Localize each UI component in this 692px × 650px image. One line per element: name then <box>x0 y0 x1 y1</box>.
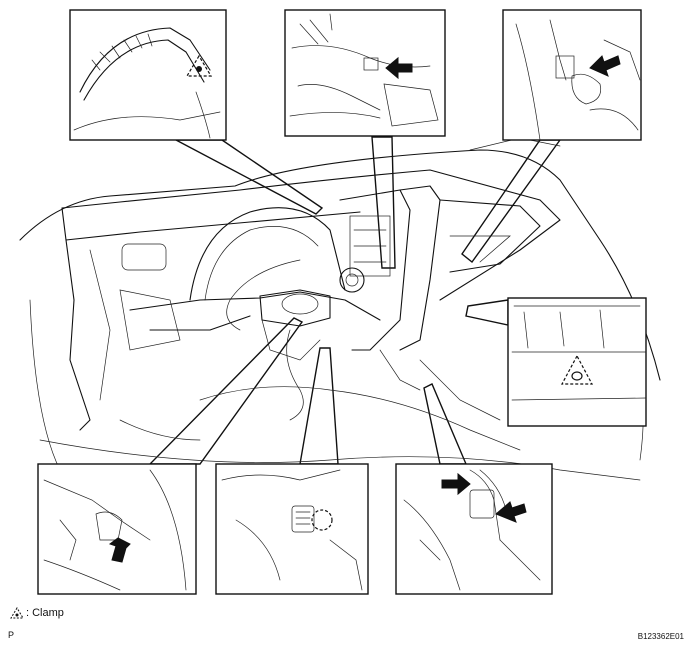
detail-box-connector-bottom-center <box>215 463 369 595</box>
detail-box-clamp-upper-left <box>69 9 227 141</box>
detail-box-connector-bottom-right <box>395 463 553 595</box>
instrument-panel-drawing <box>19 137 661 481</box>
arrow-icon <box>385 56 413 80</box>
corner-mark: P <box>8 630 15 640</box>
wiring-diagram <box>19 9 661 595</box>
detail-box-connector-top-center <box>284 9 446 137</box>
clamp-icon <box>560 354 594 385</box>
figure-code: B123362E01 <box>637 632 684 641</box>
legend-label: : Clamp <box>26 607 64 619</box>
arrow-icon <box>589 55 621 77</box>
detail-box-connector-bottom-left <box>37 463 197 595</box>
arrow-icon <box>495 501 527 523</box>
leader-lines <box>148 136 562 465</box>
clamp-triangle-icon <box>10 607 24 619</box>
legend: : Clamp <box>10 607 64 619</box>
detail-box-connector-top-right <box>502 9 642 141</box>
detail-box-clamp-right <box>507 297 647 427</box>
clamp-icon <box>185 54 213 77</box>
arrow-icon <box>108 537 131 563</box>
arrow-icon <box>441 472 471 496</box>
